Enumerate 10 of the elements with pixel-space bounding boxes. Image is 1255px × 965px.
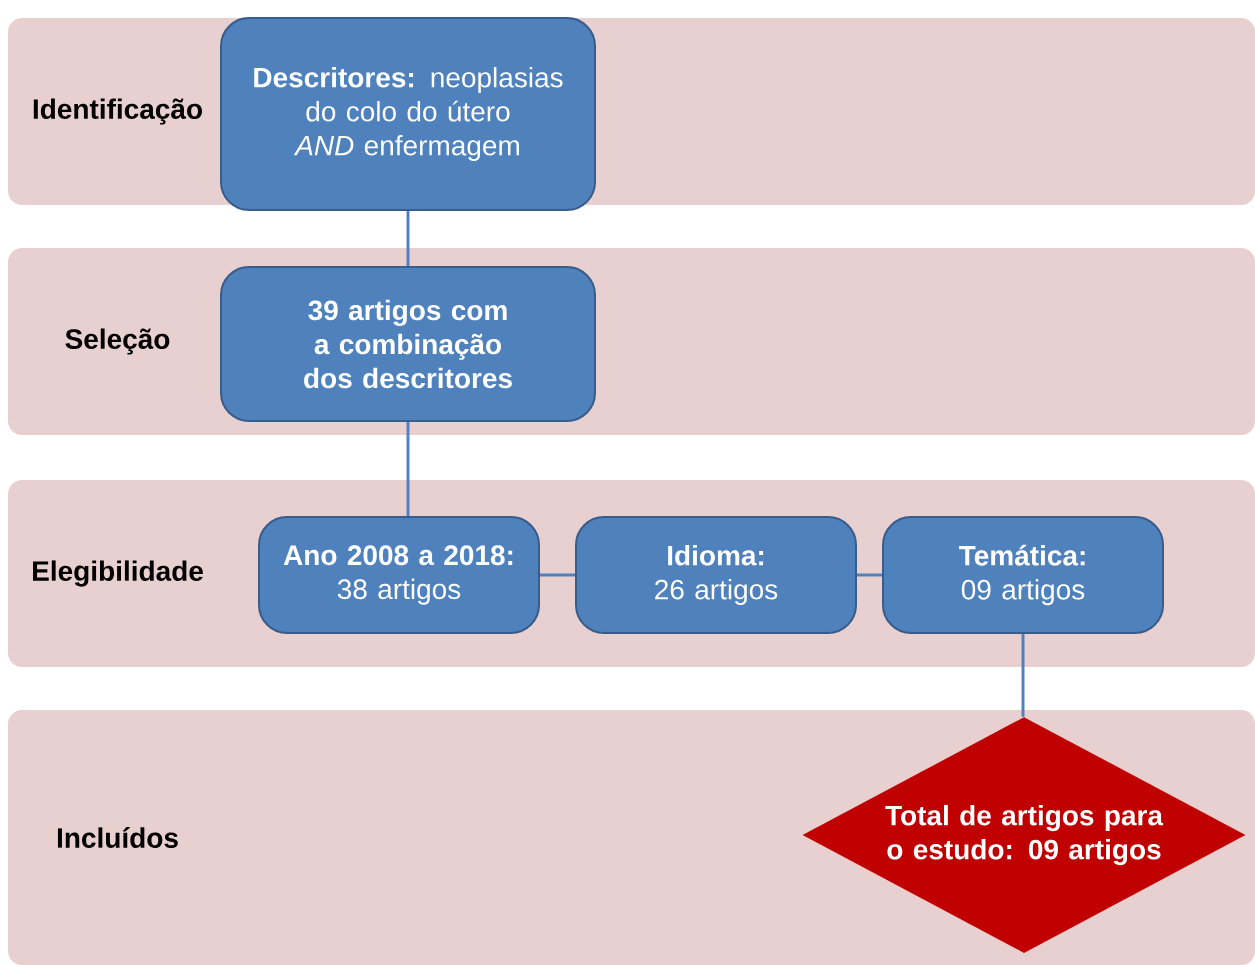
process-box: 39 artigos com a combinação dos descritores	[220, 266, 596, 422]
connector-line	[1021, 634, 1025, 717]
process-box: Temática: 09 artigos	[882, 516, 1164, 634]
process-box: Descritores: neoplasias do colo do útero AND enfermagem	[220, 17, 596, 211]
connector-line	[406, 422, 410, 516]
connector-line	[540, 573, 575, 577]
process-box: Idioma: 26 artigos	[575, 516, 857, 634]
process-box: Ano 2008 a 2018: 38 artigos	[258, 516, 540, 634]
connector-line	[857, 573, 882, 577]
connector-line	[406, 211, 410, 266]
